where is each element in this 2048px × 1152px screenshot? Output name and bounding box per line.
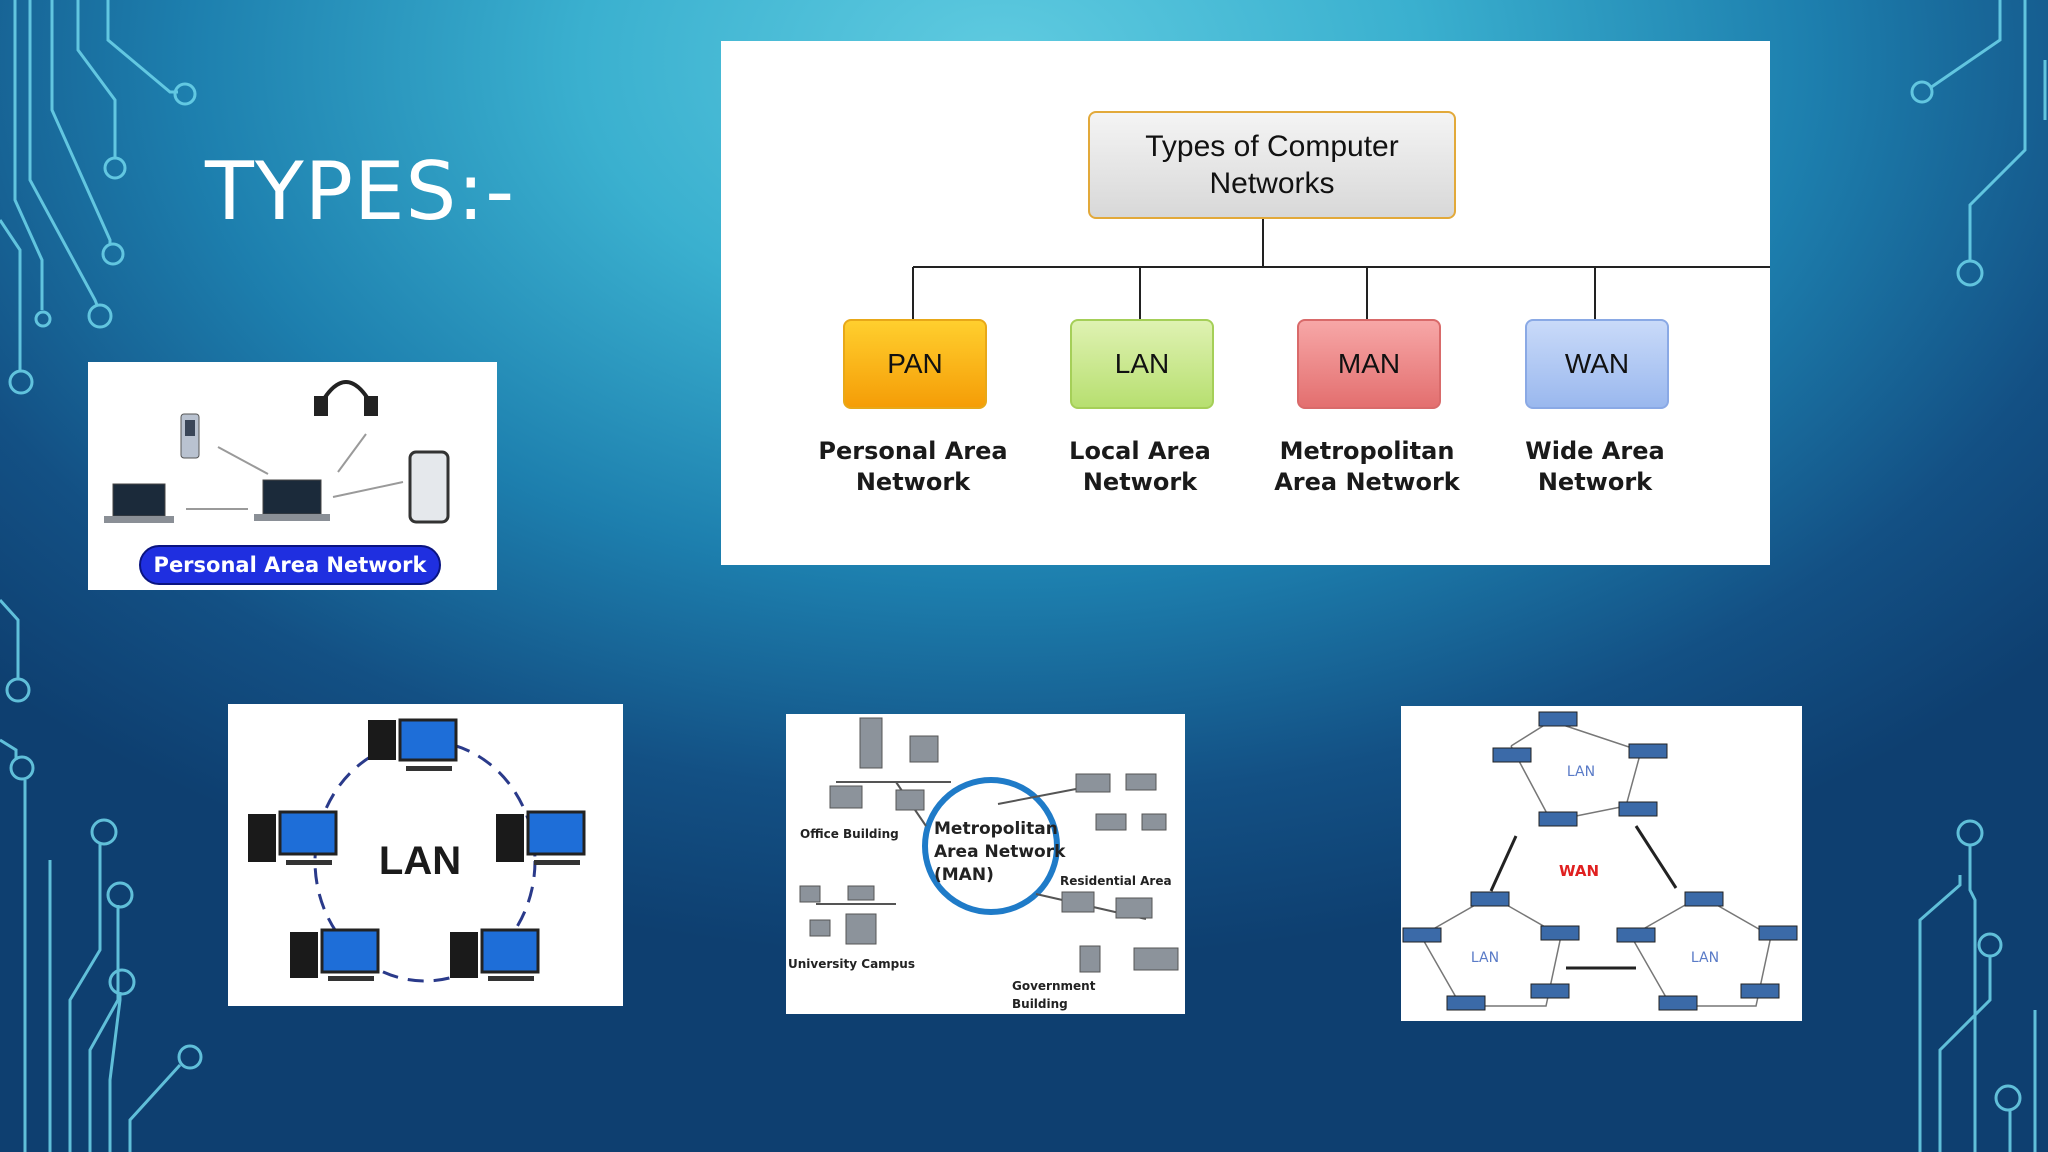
computer-icon [248, 810, 338, 865]
laptop-icon [104, 483, 174, 523]
hierarchy-connectors [912, 216, 1770, 319]
smartphone-icon [408, 450, 450, 524]
node-wan: WAN [1525, 319, 1669, 409]
network-types-diagram: Types of Computer Networks PAN LAN MAN W… [721, 41, 1770, 565]
headset-icon [314, 380, 378, 416]
node-man: MAN [1297, 319, 1441, 409]
computer-icon [496, 810, 586, 865]
man-illustration: Metropolitan Area Network (MAN) Office B… [786, 714, 1185, 1014]
wan-label: WAN [1559, 862, 1599, 880]
man-center-line2: Area Network [934, 842, 1066, 862]
pan-badge-text: Personal Area Network [154, 553, 428, 577]
mobile-phone-icon [180, 413, 200, 459]
wan-graphic: LAN WAN LAN LAN [1402, 711, 1798, 1011]
office-building-label: Office Building [800, 827, 899, 841]
government-building-line2: Building [1012, 997, 1068, 1011]
pan-devices-graphic: Personal Area Network [104, 380, 450, 585]
lan-ring-graphic: LAN [248, 718, 586, 983]
pan-illustration: Personal Area Network [88, 362, 497, 590]
wan-lan-top-label: LAN [1567, 764, 1595, 780]
wan-lan-left-label: LAN [1471, 950, 1499, 966]
node-lan: LAN [1070, 319, 1214, 409]
man-center-line1: Metropolitan [934, 819, 1058, 839]
computer-icon [450, 928, 540, 981]
node-wan-caption: Wide Area Network [1525, 437, 1665, 496]
node-pan-caption: Personal Area Network [818, 437, 1008, 496]
lan-label: LAN [379, 839, 461, 883]
wan-illustration: LAN WAN LAN LAN [1401, 706, 1802, 1021]
node-man-caption: Metropolitan Area Network [1274, 437, 1460, 496]
root-node: Types of Computer Networks [1088, 111, 1456, 219]
computer-icon [368, 718, 458, 771]
laptop-icon [254, 479, 330, 521]
government-building-line1: Government [1012, 979, 1096, 993]
node-lan-caption: Local Area Network [1069, 437, 1211, 496]
computer-icon [290, 928, 380, 981]
wan-lan-right-label: LAN [1691, 950, 1719, 966]
residential-area-label: Residential Area [1060, 874, 1172, 888]
man-city-graphic: Metropolitan Area Network (MAN) Office B… [788, 717, 1179, 1011]
node-pan: PAN [843, 319, 987, 409]
man-center-line3: (MAN) [934, 865, 994, 885]
slide-title: TYPES:- [205, 145, 516, 238]
university-campus-label: University Campus [788, 957, 915, 971]
lan-illustration: LAN [228, 704, 623, 1006]
